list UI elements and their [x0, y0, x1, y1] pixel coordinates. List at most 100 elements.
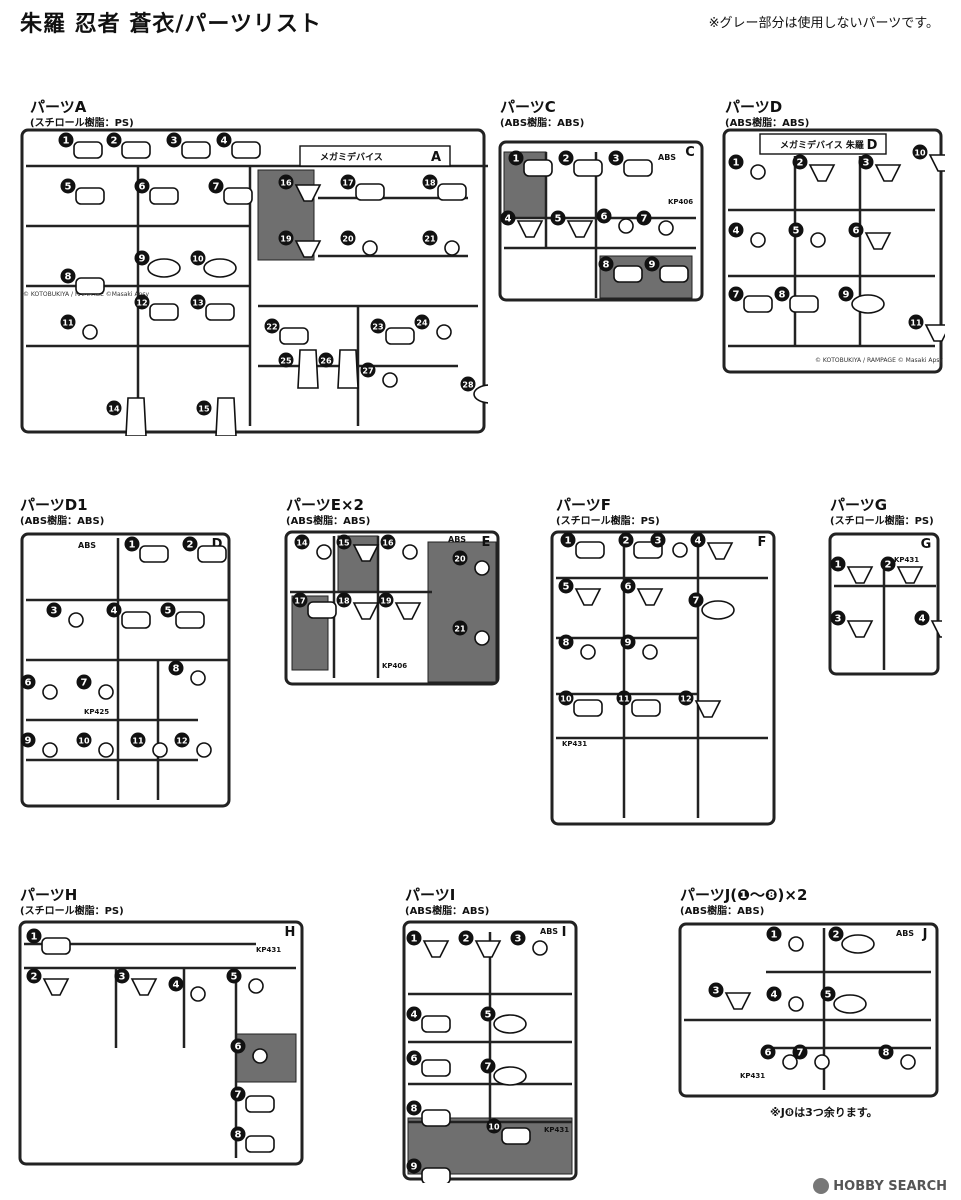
part-number-label: 3 — [171, 136, 178, 147]
part-number-label: 5 — [555, 214, 562, 225]
part-number-badge — [760, 1044, 776, 1060]
part-shape — [788, 936, 804, 952]
part-shape — [190, 986, 206, 1002]
part-shape — [337, 349, 359, 389]
part-shape — [130, 978, 158, 996]
part-number-label: 10 — [78, 737, 90, 746]
part-number-label: 12 — [136, 299, 147, 308]
part-number-badge — [216, 132, 232, 148]
part-number-badge — [650, 532, 666, 548]
part-number-badge — [406, 1050, 422, 1066]
part-number-badge — [226, 968, 242, 984]
part-number-badge — [596, 208, 612, 224]
part-number-badge — [336, 534, 352, 550]
part-number-label: 4 — [111, 606, 118, 617]
part-shape — [152, 742, 168, 758]
part-number-badge — [168, 660, 184, 676]
part-number-badge — [788, 222, 804, 238]
part-number-badge — [406, 930, 422, 946]
part-number-badge — [76, 674, 92, 690]
part-number-label: 5 — [825, 990, 832, 1001]
part-number-badge — [130, 732, 146, 748]
part-shape — [706, 542, 734, 560]
part-shape — [394, 602, 422, 620]
part-shape — [493, 1014, 527, 1034]
part-shape — [294, 240, 322, 258]
part-number-badge — [278, 352, 294, 368]
part-shape — [789, 295, 819, 313]
part-shape — [42, 684, 58, 700]
part-number-label: 8 — [411, 1104, 418, 1115]
part-shape — [444, 240, 460, 256]
part-shape — [352, 544, 380, 562]
part-number-label: 1 — [565, 536, 572, 547]
part-shape — [574, 588, 602, 606]
part-number-label: 2 — [885, 560, 892, 571]
part-number-badge — [508, 150, 524, 166]
part-shape — [896, 566, 924, 584]
part-shape — [75, 277, 105, 295]
part-number-label: 8 — [563, 638, 570, 649]
runner-tag-letter: A — [431, 150, 441, 165]
part-number-label: 8 — [779, 290, 786, 301]
sheet-g-material: (スチロール樹脂：PS) — [830, 516, 934, 527]
part-number-label: 3 — [863, 158, 870, 169]
part-shape — [203, 258, 237, 278]
part-shape — [874, 164, 902, 182]
part-number-label: 17 — [294, 597, 305, 606]
part-shape — [421, 1167, 451, 1183]
runner-tag-letter: G — [921, 537, 932, 552]
part-number-badge — [678, 690, 694, 706]
part-shape — [121, 611, 151, 629]
part-number-label: 3 — [655, 536, 662, 547]
part-shape — [421, 1015, 451, 1033]
part-number-badge — [190, 294, 206, 310]
part-number-label: 15 — [338, 539, 350, 548]
part-number-label: 9 — [25, 736, 32, 747]
runner-frame — [678, 922, 939, 1098]
part-number-label: 7 — [485, 1062, 492, 1073]
sheet-j-title: パーツJ(❶〜❽)×2 — [680, 886, 808, 904]
part-number-label: 12 — [680, 695, 691, 704]
part-number-label: 1 — [835, 560, 842, 571]
part-shape — [197, 545, 227, 563]
part-number-label: 10 — [560, 695, 572, 704]
part-shape — [352, 602, 380, 620]
part-number-label: 19 — [280, 235, 292, 244]
part-number-badge — [728, 222, 744, 238]
part-number-label: 11 — [132, 737, 144, 746]
abs-mark: ABS — [540, 927, 558, 936]
part-shape — [928, 154, 945, 172]
part-number-label: 9 — [139, 254, 146, 265]
part-shape — [68, 612, 84, 628]
part-shape — [223, 187, 253, 205]
part-shape — [782, 1054, 798, 1070]
part-number-badge — [422, 230, 438, 246]
part-number-badge — [878, 1044, 894, 1060]
part-number-badge — [20, 732, 36, 748]
part-number-label: 7 — [797, 1048, 804, 1059]
part-number-badge — [230, 1086, 246, 1102]
part-shape — [750, 232, 766, 248]
part-number-badge — [914, 610, 930, 626]
part-shape — [701, 600, 735, 620]
part-number-badge — [500, 210, 516, 226]
part-number-badge — [114, 968, 130, 984]
part-number-label: 24 — [416, 319, 428, 328]
part-number-badge — [708, 982, 724, 998]
part-shape — [659, 265, 689, 283]
hobby-search-logo-icon — [813, 1178, 830, 1194]
runner-tag-letter: D — [867, 138, 878, 153]
part-number-badge — [370, 318, 386, 334]
part-number-badge — [838, 286, 854, 302]
part-number-badge — [124, 536, 140, 552]
part-number-label: 11 — [910, 319, 922, 328]
sheet-f-material: (スチロール樹脂：PS) — [556, 516, 660, 527]
part-shape — [474, 560, 490, 576]
part-number-badge — [166, 132, 182, 148]
part-number-badge — [690, 532, 706, 548]
j-leftover-note: ※J❽は3つ余ります。 — [770, 1106, 878, 1119]
part-shape — [149, 187, 179, 205]
